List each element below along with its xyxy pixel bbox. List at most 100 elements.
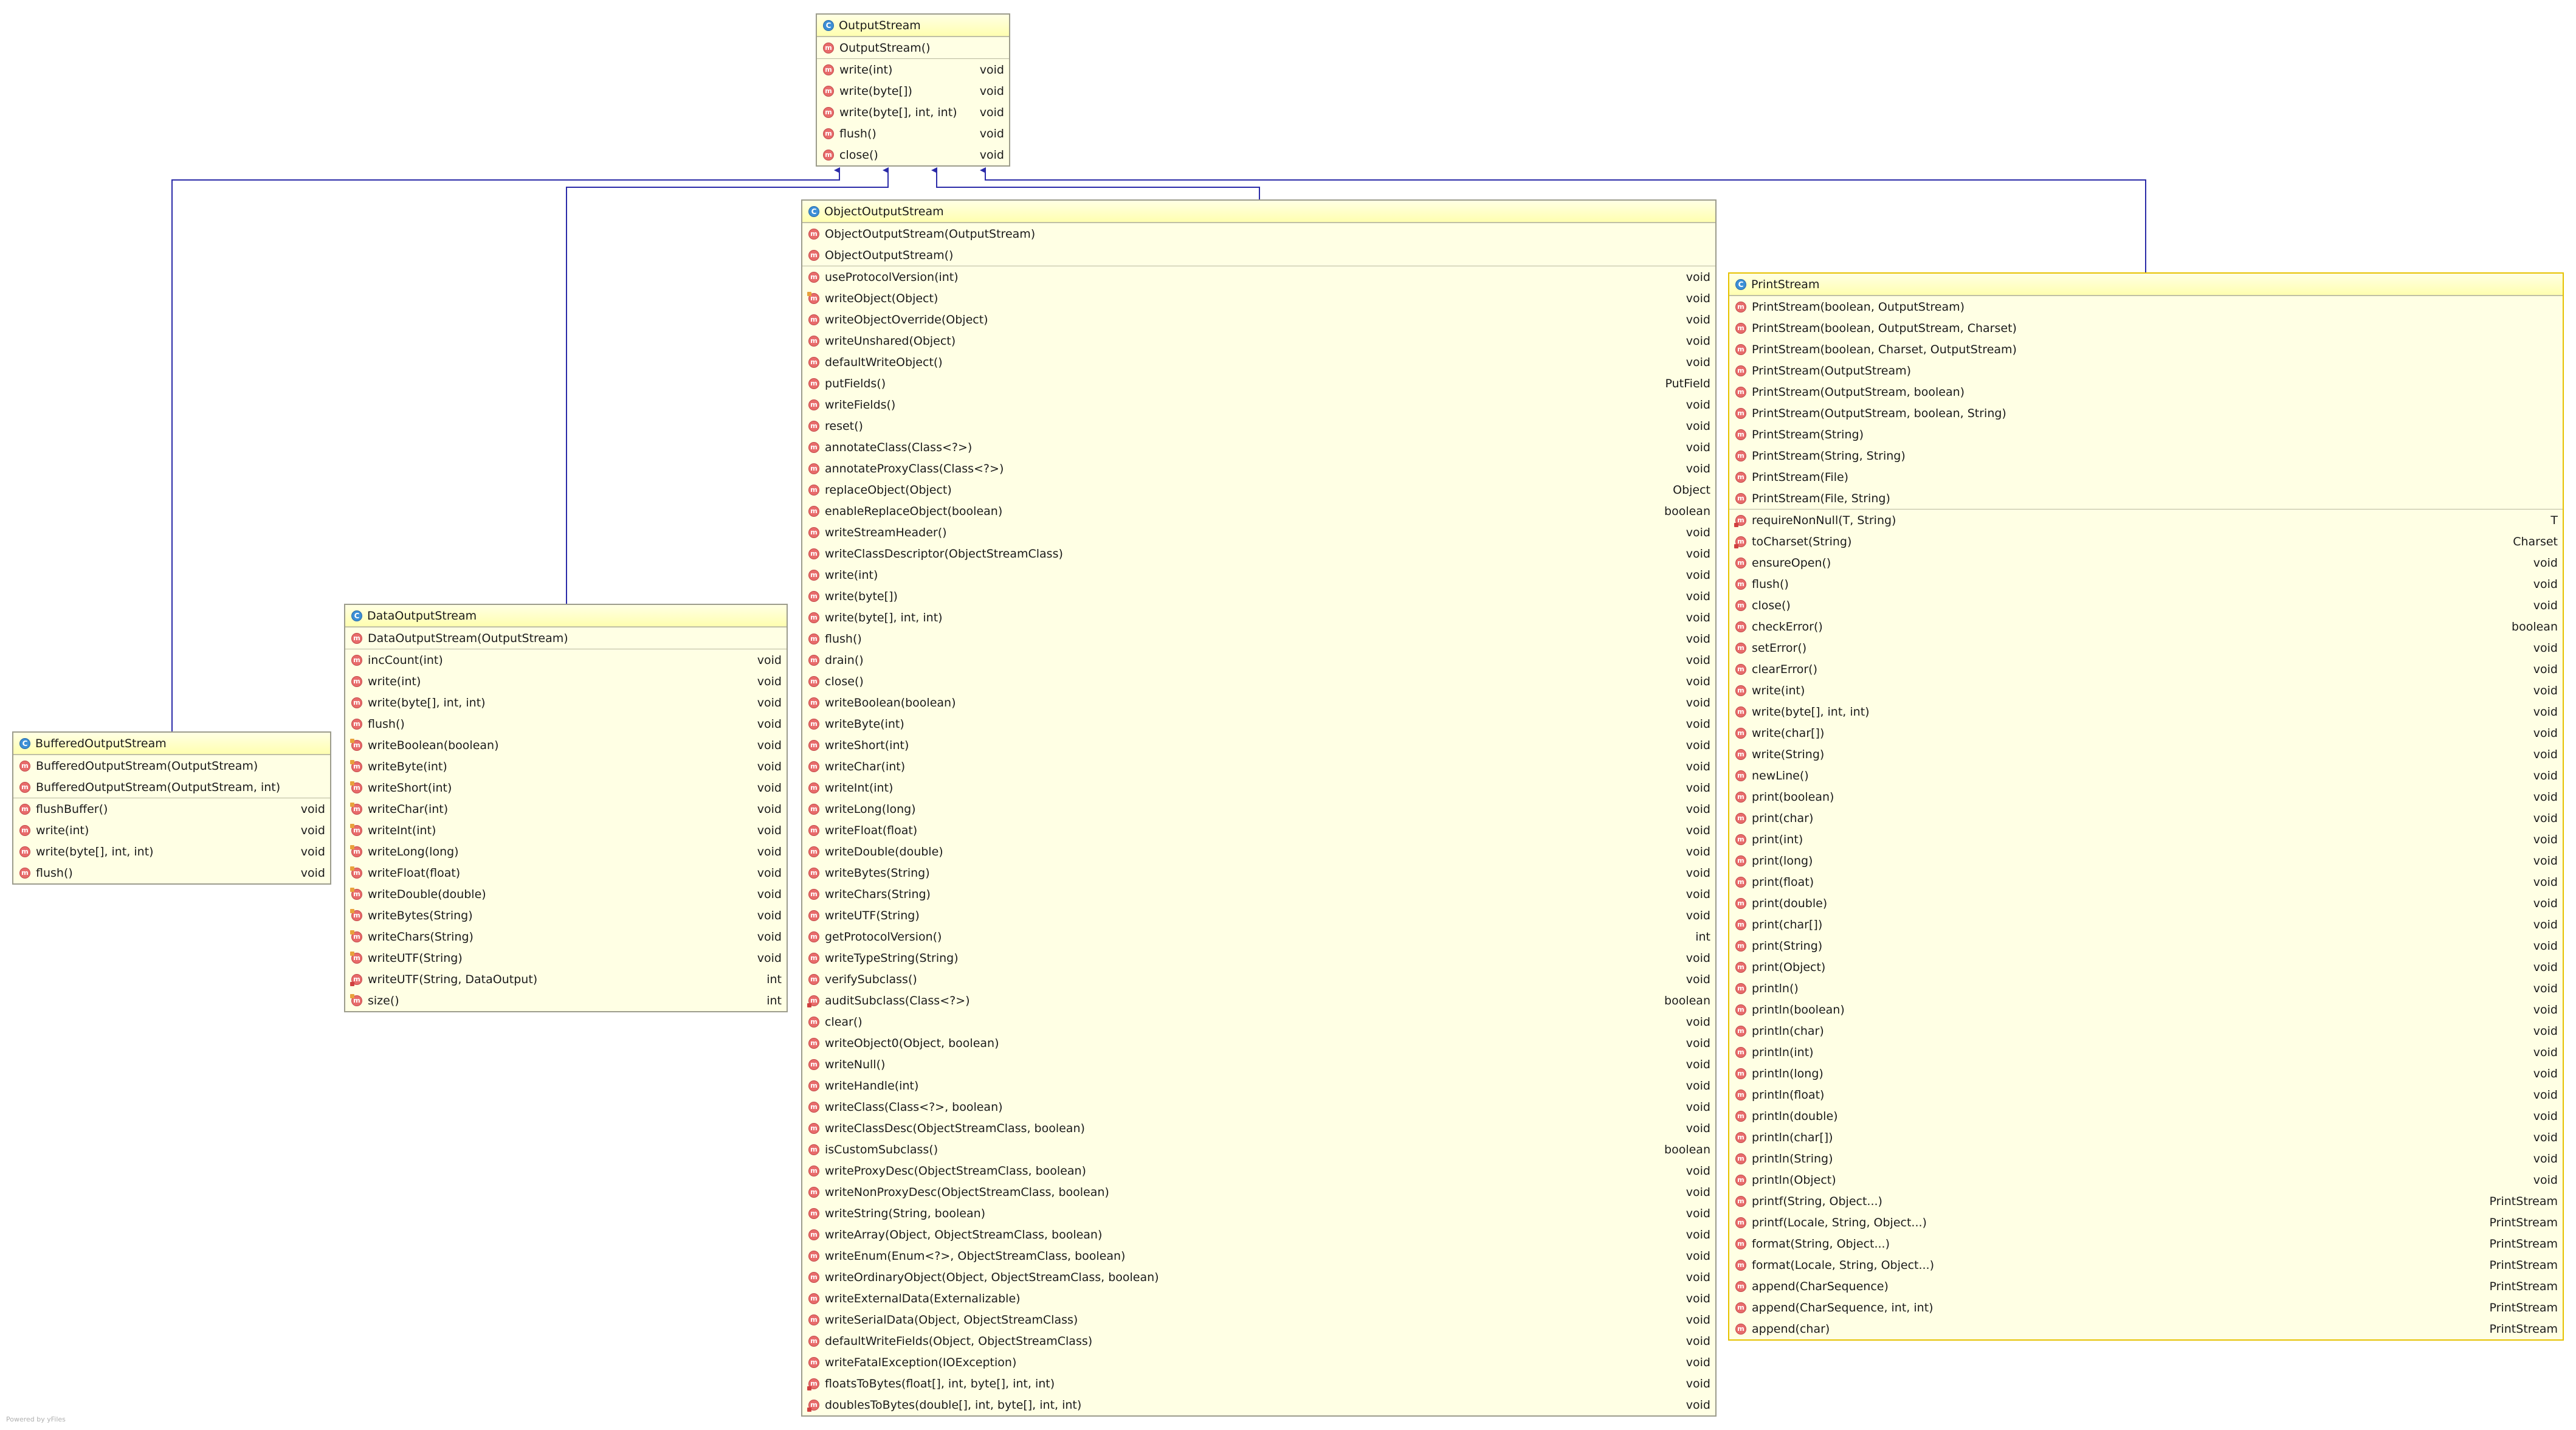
method-row-flush[interactable]: mflush()void	[817, 123, 1009, 144]
method-row-getprotocolversion[interactable]: mgetProtocolVersion()int	[802, 926, 1715, 947]
method-row-writelong-long[interactable]: mwriteLong(long)void	[345, 841, 787, 862]
method-row-useprotocolversion-int[interactable]: museProtocolVersion(int)void	[802, 266, 1715, 288]
method-row-writedouble-double[interactable]: mwriteDouble(double)void	[802, 841, 1715, 862]
method-row-writefields[interactable]: mwriteFields()void	[802, 394, 1715, 415]
method-row-write-byte-int-int[interactable]: mwrite(byte[], int, int)void	[1729, 701, 2563, 722]
method-row-checkerror[interactable]: mcheckError()boolean	[1729, 616, 2563, 637]
method-row-append-char[interactable]: mappend(char)PrintStream	[1729, 1318, 2563, 1339]
method-row-append-charsequence-int-int[interactable]: mappend(CharSequence, int, int)PrintStre…	[1729, 1297, 2563, 1318]
method-row-writeserialdata-object-objectstreamclass[interactable]: mwriteSerialData(Object, ObjectStreamCla…	[802, 1309, 1715, 1330]
method-row-doublestobytes-double-int-byte-int-int[interactable]: mdoublesToBytes(double[], int, byte[], i…	[802, 1394, 1715, 1415]
constructor-row-objectoutputstream-outputstream[interactable]: mObjectOutputStream(OutputStream)	[802, 223, 1715, 244]
constructor-row-printstream-file-string[interactable]: mPrintStream(File, String)	[1729, 488, 2563, 509]
method-row-floatstobytes-float-int-byte-int-int[interactable]: mfloatsToBytes(float[], int, byte[], int…	[802, 1373, 1715, 1394]
method-row-ensureopen[interactable]: mensureOpen()void	[1729, 552, 2563, 573]
method-row-println-int[interactable]: mprintln(int)void	[1729, 1041, 2563, 1063]
method-row-verifysubclass[interactable]: mverifySubclass()void	[802, 969, 1715, 990]
method-row-writeclass-class-boolean[interactable]: mwriteClass(Class<?>, boolean)void	[802, 1096, 1715, 1117]
method-row-flush[interactable]: mflush()void	[13, 862, 330, 883]
method-row-writearray-object-objectstreamclass-boolean[interactable]: mwriteArray(Object, ObjectStreamClass, b…	[802, 1224, 1715, 1245]
constructor-row-dataoutputstream-outputstream[interactable]: mDataOutputStream(OutputStream)	[345, 627, 787, 649]
method-row-enablereplaceobject-boolean[interactable]: menableReplaceObject(boolean)boolean	[802, 500, 1715, 522]
method-row-print-float[interactable]: mprint(float)void	[1729, 871, 2563, 893]
constructor-row-objectoutputstream[interactable]: mObjectOutputStream()	[802, 244, 1715, 266]
method-row-annotateclass-class[interactable]: mannotateClass(Class<?>)void	[802, 437, 1715, 458]
method-row-writeboolean-boolean[interactable]: mwriteBoolean(boolean)void	[802, 692, 1715, 713]
method-row-tocharset-string[interactable]: mtoCharset(String)Charset	[1729, 531, 2563, 552]
method-row-writelong-long[interactable]: mwriteLong(long)void	[802, 798, 1715, 820]
method-row-write-int[interactable]: mwrite(int)void	[817, 59, 1009, 80]
method-row-format-string-object[interactable]: mformat(String, Object...)PrintStream	[1729, 1233, 2563, 1254]
method-row-writeexternaldata-externalizable[interactable]: mwriteExternalData(Externalizable)void	[802, 1288, 1715, 1309]
method-row-writeutf-string[interactable]: mwriteUTF(String)void	[345, 947, 787, 969]
method-row-write-byte-int-int[interactable]: mwrite(byte[], int, int)void	[817, 102, 1009, 123]
method-row-print-object[interactable]: mprint(Object)void	[1729, 956, 2563, 978]
method-row-flushbuffer[interactable]: mflushBuffer()void	[13, 798, 330, 820]
method-row-append-charsequence[interactable]: mappend(CharSequence)PrintStream	[1729, 1276, 2563, 1297]
class-box-bufferedoutputstream[interactable]: CBufferedOutputStreammBufferedOutputStre…	[12, 731, 331, 885]
constructor-row-printstream-outputstream[interactable]: mPrintStream(OutputStream)	[1729, 360, 2563, 381]
method-row-writeordinaryobject-object-objectstreamclass-boolean[interactable]: mwriteOrdinaryObject(Object, ObjectStrea…	[802, 1266, 1715, 1288]
method-row-write-byte-int-int[interactable]: mwrite(byte[], int, int)void	[13, 841, 330, 862]
method-row-writebytes-string[interactable]: mwriteBytes(String)void	[345, 905, 787, 926]
constructor-row-printstream-outputstream-boolean[interactable]: mPrintStream(OutputStream, boolean)	[1729, 381, 2563, 402]
method-row-writechars-string[interactable]: mwriteChars(String)void	[345, 926, 787, 947]
method-row-requirenonnull-t-string[interactable]: mrequireNonNull(T, String)T	[1729, 509, 2563, 531]
method-row-print-char[interactable]: mprint(char[])void	[1729, 914, 2563, 935]
method-row-writetypestring-string[interactable]: mwriteTypeString(String)void	[802, 947, 1715, 969]
method-row-writeutf-string[interactable]: mwriteUTF(String)void	[802, 905, 1715, 926]
method-row-writeunshared-object[interactable]: mwriteUnshared(Object)void	[802, 330, 1715, 351]
method-row-writeenum-enum-objectstreamclass-boolean[interactable]: mwriteEnum(Enum<?>, ObjectStreamClass, b…	[802, 1245, 1715, 1266]
class-box-printstream[interactable]: CPrintStreammPrintStream(boolean, Output…	[1728, 272, 2564, 1341]
method-row-seterror[interactable]: msetError()void	[1729, 637, 2563, 658]
method-row-printf-locale-string-object[interactable]: mprintf(Locale, String, Object...)PrintS…	[1729, 1212, 2563, 1233]
method-row-printf-string-object[interactable]: mprintf(String, Object...)PrintStream	[1729, 1190, 2563, 1212]
method-row-flush[interactable]: mflush()void	[345, 713, 787, 734]
method-row-write-int[interactable]: mwrite(int)void	[1729, 680, 2563, 701]
method-row-writeobject0-object-boolean[interactable]: mwriteObject0(Object, boolean)void	[802, 1032, 1715, 1054]
method-row-write-string[interactable]: mwrite(String)void	[1729, 744, 2563, 765]
method-row-clear[interactable]: mclear()void	[802, 1011, 1715, 1032]
constructor-row-printstream-boolean-charset-outputstream[interactable]: mPrintStream(boolean, Charset, OutputStr…	[1729, 339, 2563, 360]
method-row-write-int[interactable]: mwrite(int)void	[345, 671, 787, 692]
method-row-writechars-string[interactable]: mwriteChars(String)void	[802, 883, 1715, 905]
method-row-write-byte[interactable]: mwrite(byte[])void	[817, 80, 1009, 102]
method-row-println-char[interactable]: mprintln(char[])void	[1729, 1127, 2563, 1148]
method-row-writefloat-float[interactable]: mwriteFloat(float)void	[802, 820, 1715, 841]
method-row-println-char[interactable]: mprintln(char)void	[1729, 1020, 2563, 1041]
class-header[interactable]: CBufferedOutputStream	[13, 733, 330, 755]
method-row-writebyte-int[interactable]: mwriteByte(int)void	[802, 713, 1715, 734]
method-row-print-int[interactable]: mprint(int)void	[1729, 829, 2563, 850]
method-row-writeclassdesc-objectstreamclass-boolean[interactable]: mwriteClassDesc(ObjectStreamClass, boole…	[802, 1117, 1715, 1139]
constructor-row-printstream-boolean-outputstream[interactable]: mPrintStream(boolean, OutputStream)	[1729, 296, 2563, 317]
method-row-write-byte-int-int[interactable]: mwrite(byte[], int, int)void	[345, 692, 787, 713]
constructor-row-bufferedoutputstream-outputstream[interactable]: mBufferedOutputStream(OutputStream)	[13, 755, 330, 776]
constructor-row-printstream-file[interactable]: mPrintStream(File)	[1729, 466, 2563, 488]
method-row-println[interactable]: mprintln()void	[1729, 978, 2563, 999]
class-box-objectoutputstream[interactable]: CObjectOutputStreammObjectOutputStream(O…	[801, 199, 1717, 1417]
method-row-writebytes-string[interactable]: mwriteBytes(String)void	[802, 862, 1715, 883]
constructor-row-outputstream[interactable]: mOutputStream()	[817, 37, 1009, 58]
method-row-inccount-int[interactable]: mincCount(int)void	[345, 649, 787, 671]
method-row-flush[interactable]: mflush()void	[802, 628, 1715, 649]
method-row-writeint-int[interactable]: mwriteInt(int)void	[802, 777, 1715, 798]
method-row-println-string[interactable]: mprintln(String)void	[1729, 1148, 2563, 1169]
method-row-flush[interactable]: mflush()void	[1729, 573, 2563, 595]
class-header[interactable]: CObjectOutputStream	[802, 201, 1715, 223]
method-row-reset[interactable]: mreset()void	[802, 415, 1715, 437]
method-row-replaceobject-object[interactable]: mreplaceObject(Object)Object	[802, 479, 1715, 500]
class-box-dataoutputstream[interactable]: CDataOutputStreammDataOutputStream(Outpu…	[344, 604, 788, 1012]
method-row-writedouble-double[interactable]: mwriteDouble(double)void	[345, 883, 787, 905]
method-row-writeshort-int[interactable]: mwriteShort(int)void	[345, 777, 787, 798]
method-row-newline[interactable]: mnewLine()void	[1729, 765, 2563, 786]
method-row-write-byte[interactable]: mwrite(byte[])void	[802, 585, 1715, 607]
constructor-row-printstream-string[interactable]: mPrintStream(String)	[1729, 424, 2563, 445]
method-row-write-int[interactable]: mwrite(int)void	[13, 820, 330, 841]
method-row-writefatalexception-ioexception[interactable]: mwriteFatalException(IOException)void	[802, 1352, 1715, 1373]
constructor-row-printstream-outputstream-boolean-string[interactable]: mPrintStream(OutputStream, boolean, Stri…	[1729, 402, 2563, 424]
class-header[interactable]: CPrintStream	[1729, 274, 2563, 295]
method-row-format-locale-string-object[interactable]: mformat(Locale, String, Object...)PrintS…	[1729, 1254, 2563, 1276]
method-row-close[interactable]: mclose()void	[802, 671, 1715, 692]
constructor-row-printstream-string-string[interactable]: mPrintStream(String, String)	[1729, 445, 2563, 466]
method-row-writechar-int[interactable]: mwriteChar(int)void	[802, 756, 1715, 777]
